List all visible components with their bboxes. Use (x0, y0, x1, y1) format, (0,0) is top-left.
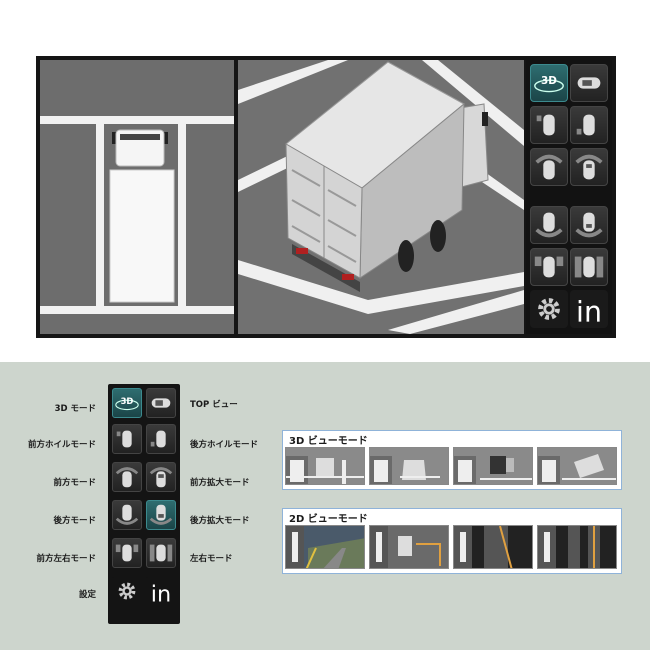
truck-3d-illustration (238, 60, 524, 334)
2d-thumb-3 (453, 525, 533, 569)
front-zoom-mode-button[interactable] (570, 148, 608, 186)
label-left-right-mode: 左右モード (190, 554, 233, 564)
legend-front-left-right-button (112, 538, 142, 568)
3d-thumb-2 (369, 447, 449, 485)
rear-wheel-mode-button[interactable] (570, 106, 608, 144)
legend-front-button (112, 462, 142, 492)
legend-rear-button (112, 500, 142, 530)
legend-left-right-button (146, 538, 176, 568)
rear-zoom-mode-button[interactable] (570, 206, 608, 244)
label-rear-mode: 後方モード (53, 516, 96, 526)
camera-screen: 3D (36, 56, 616, 338)
2d-view-mode-title: 2D ビューモード (289, 514, 368, 525)
settings-button[interactable] (530, 290, 568, 328)
legend-rear-wheel-button (146, 424, 176, 454)
legend-top-view-button (146, 388, 176, 418)
perspective-3d-view (238, 60, 524, 334)
in-label: in (576, 295, 602, 327)
legend-3d-label: 3D (121, 396, 134, 406)
top-down-view (40, 60, 234, 334)
in-button[interactable]: in (570, 290, 608, 328)
label-front-mode: 前方モード (53, 478, 96, 488)
legend-button-panel: 3D (108, 384, 180, 624)
front-wheel-mode-button[interactable] (530, 106, 568, 144)
2d-view-mode-box: 2D ビューモード (282, 508, 622, 574)
2d-thumb-2 (369, 525, 449, 569)
2d-thumb-4 (537, 525, 617, 569)
3d-mode-button[interactable]: 3D (530, 64, 568, 102)
legend-gear-icon (118, 582, 136, 600)
label-front-wheel-mode: 前方ホイルモード (27, 440, 96, 450)
label-front-left-right-mode: 前方左右モード (36, 554, 96, 564)
label-front-zoom-mode: 前方拡大モード (190, 478, 250, 488)
3d-button-label: 3D (541, 75, 557, 87)
gear-icon (538, 298, 560, 320)
legend-settings-button (112, 576, 142, 606)
left-right-mode-button[interactable] (570, 248, 608, 286)
3d-view-mode-box: 3D ビューモード (282, 430, 622, 490)
label-3d-mode: 3D モード (54, 404, 96, 414)
label-rear-zoom-mode: 後方拡大モード (190, 516, 250, 526)
3d-thumb-3 (453, 447, 533, 485)
3d-thumb-1 (285, 447, 365, 485)
legend-in-label: in (151, 581, 171, 605)
truck-top-icon (109, 129, 175, 303)
label-settings: 設定 (78, 590, 96, 600)
rear-mode-button[interactable] (530, 206, 568, 244)
legend-front-zoom-button (146, 462, 176, 492)
legend-front-wheel-button (112, 424, 142, 454)
3d-view-mode-title: 3D ビューモード (289, 436, 368, 447)
front-mode-button[interactable] (530, 148, 568, 186)
mode-button-panel: 3D (526, 60, 612, 334)
label-top-view: TOP ビュー (190, 400, 238, 410)
legend-in-button: in (146, 576, 176, 606)
2d-thumb-1 (285, 525, 365, 569)
mode-legend: 3D モード 前方ホイルモード 前方モード 後方モード 前方左右モード 設定 T… (0, 362, 650, 650)
legend-rear-zoom-button (146, 500, 176, 530)
label-rear-wheel-mode: 後方ホイルモード (190, 440, 259, 450)
top-view-button[interactable] (570, 64, 608, 102)
front-left-right-mode-button[interactable] (530, 248, 568, 286)
legend-3d-button: 3D (112, 388, 142, 418)
3d-thumb-4 (537, 447, 617, 485)
